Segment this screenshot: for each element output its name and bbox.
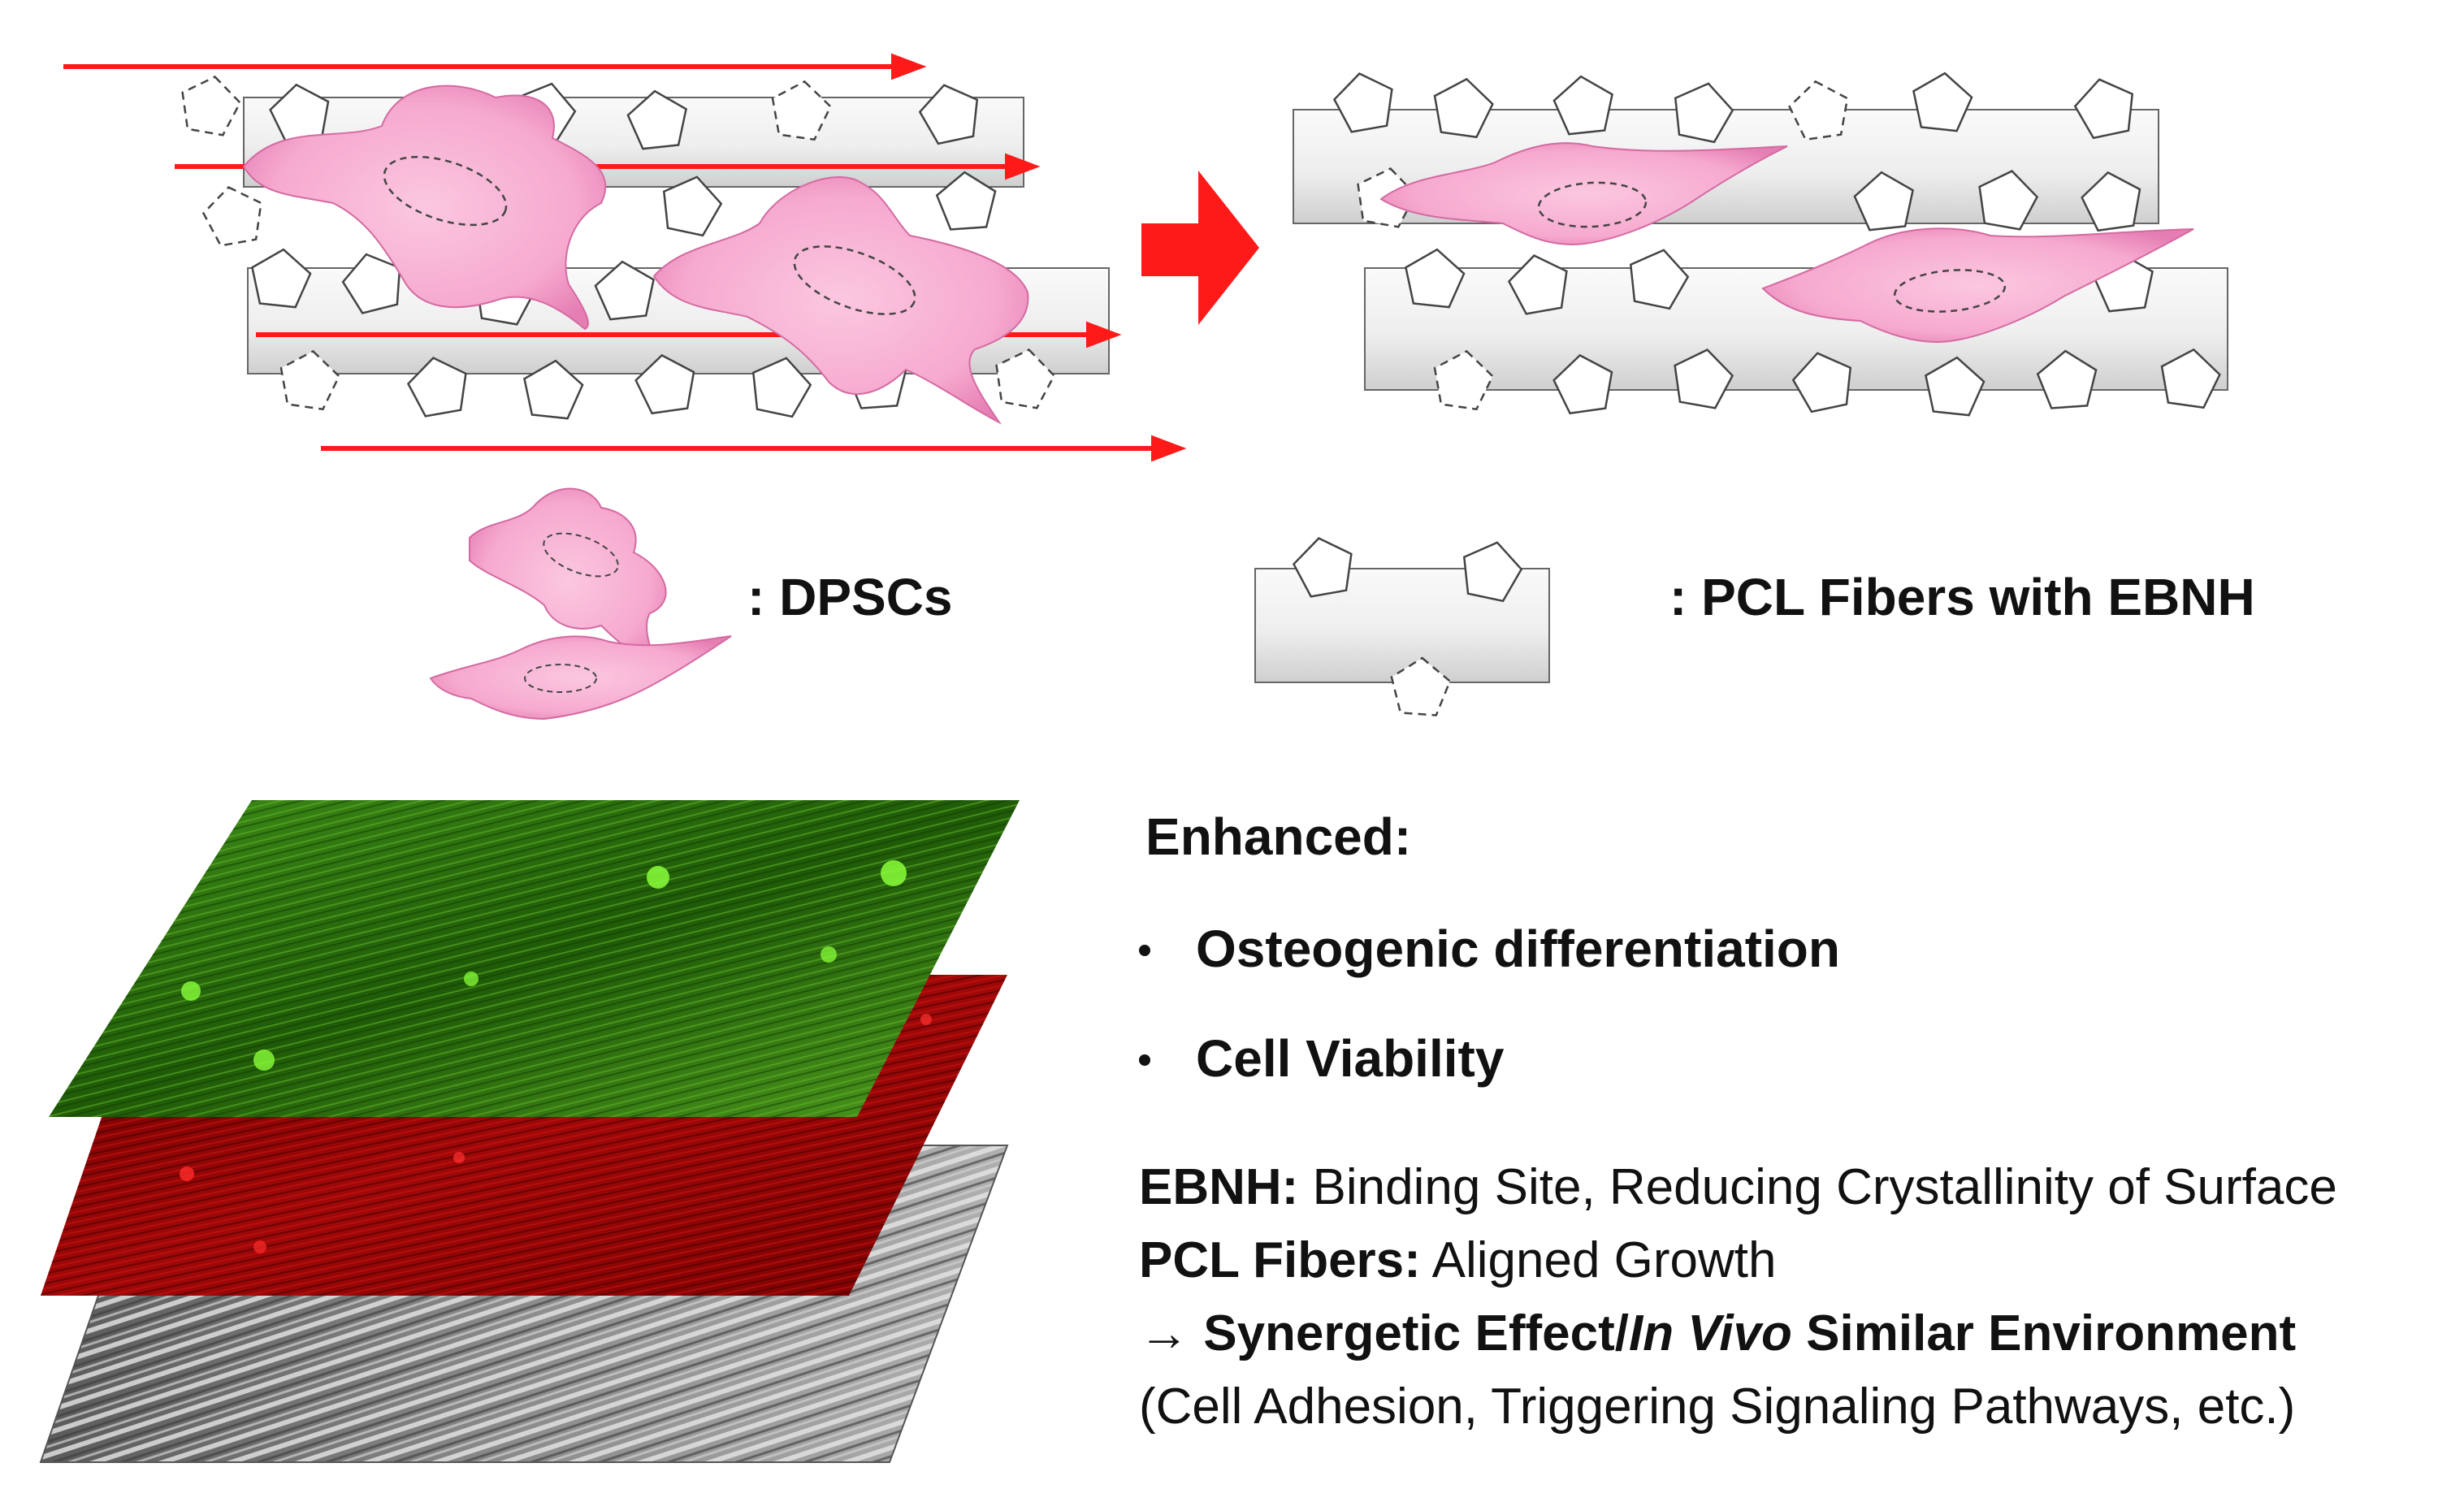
note-detail: (Cell Adhesion, Triggering Signaling Pat… bbox=[1139, 1379, 2296, 1435]
note-pcl-text: Aligned Growth bbox=[1420, 1232, 1777, 1288]
note-synergy: → Synergetic Effect/In Vivo Similar Envi… bbox=[1139, 1305, 2297, 1361]
note-synergy-arrow: → Synergetic Effect/ bbox=[1139, 1305, 1629, 1361]
legend-fiber-icon bbox=[1254, 532, 1550, 717]
note-ebnh-key: EBNH: bbox=[1139, 1159, 1299, 1215]
note-pcl: PCL Fibers: Aligned Growth bbox=[1139, 1232, 1777, 1288]
legend-fibers-label: : PCL Fibers with EBNH bbox=[1669, 568, 2255, 626]
note-synergy-rest: Similar Environment bbox=[1791, 1305, 2297, 1361]
transition-arrow bbox=[1141, 171, 1259, 325]
note-pcl-key: PCL Fibers: bbox=[1139, 1232, 1421, 1288]
enhanced-title: Enhanced: bbox=[1145, 807, 1412, 866]
note-ebnh-text: Binding Site, Reducing Crystallinity of … bbox=[1298, 1159, 2337, 1215]
bullet-cell-viability: Cell Viability bbox=[1196, 1029, 1505, 1088]
note-ebnh: EBNH: Binding Site, Reducing Crystallini… bbox=[1139, 1159, 2337, 1215]
bullet-2-dot bbox=[1139, 1054, 1150, 1066]
dpsc-cells-unaligned bbox=[242, 84, 1029, 425]
green-fluorescence-layer bbox=[49, 800, 1020, 1117]
bullet-1-dot bbox=[1139, 945, 1150, 956]
note-synergy-italic: In Vivo bbox=[1628, 1305, 1792, 1361]
bullet-osteogenic: Osteogenic differentiation bbox=[1196, 920, 1840, 978]
dpsc-cells-aligned bbox=[1379, 142, 2194, 343]
legend-cell-icons bbox=[429, 487, 732, 721]
legend-dpscs-label: : DPSCs bbox=[747, 568, 953, 626]
